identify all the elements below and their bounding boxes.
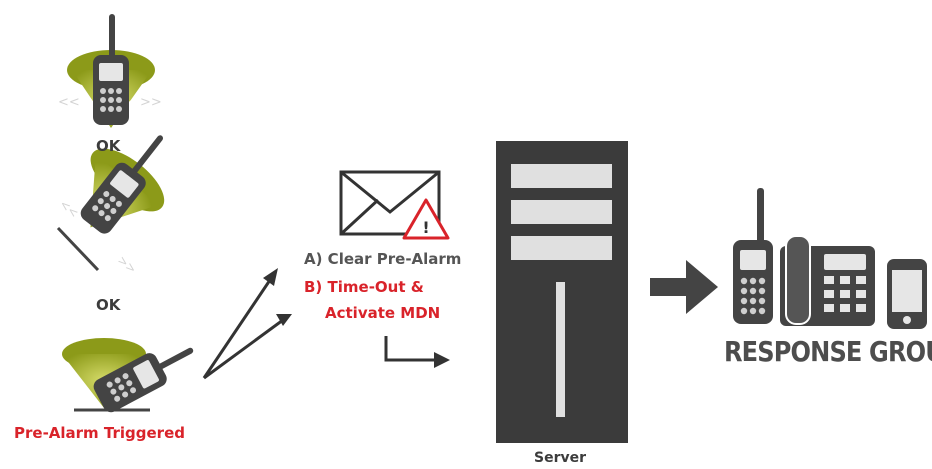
option-timeout-line1: B) Time-Out & [304,278,424,296]
server-icon [496,141,628,443]
option-timeout-line2: Activate MDN [325,304,441,322]
arrow-head-1 [263,268,278,286]
svg-text:<<: << [58,95,80,110]
desk-phone-icon [780,235,875,326]
elbow-arrow [384,336,450,368]
pre-alarm-label: Pre-Alarm Triggered [14,424,185,442]
svg-text:>>: >> [115,253,139,277]
status-ok-upright: OK [96,137,121,155]
warning-triangle-icon: ! [402,198,450,240]
signal-arrows [202,279,284,380]
server-label: Server [534,450,587,466]
radio-icon [733,188,773,324]
svg-text:!: ! [422,218,429,237]
radio-tilted-icon: << >> [57,135,165,277]
smartphone-icon [887,259,927,329]
radio-fallen-icon [62,338,194,413]
option-clear-pre-alarm: A) Clear Pre-Alarm [304,250,462,268]
status-ok-tilted: OK [96,296,121,314]
response-group-label: RESPONSE GROUP [724,335,932,368]
arrow-head-2 [276,314,292,326]
svg-text:>>: >> [140,95,162,110]
arrow-right-icon [650,260,718,314]
radio-upright-icon: << >> [58,14,162,128]
svg-text:<<: << [57,197,81,221]
